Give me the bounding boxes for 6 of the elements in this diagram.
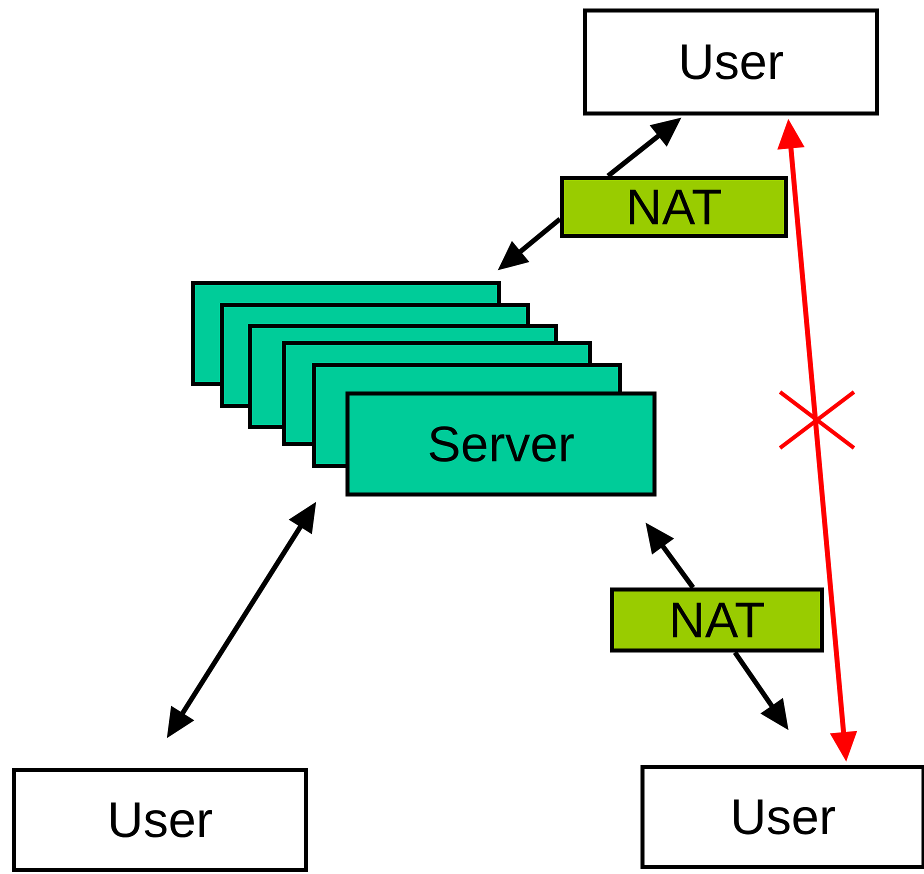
nat-bar: NAT — [560, 176, 788, 238]
user-box: User — [583, 8, 879, 116]
server-box: Server — [346, 392, 656, 496]
user-box: User — [12, 768, 308, 872]
nat-bar: NAT — [610, 588, 824, 652]
user-box: User — [640, 765, 924, 869]
